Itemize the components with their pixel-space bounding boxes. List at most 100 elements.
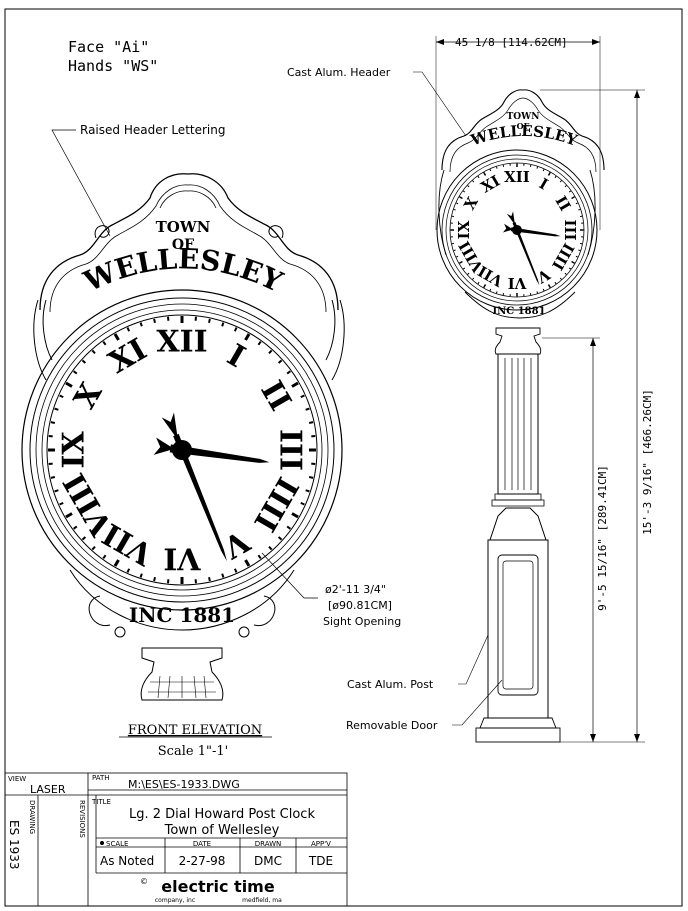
sight-opening-label: Sight Opening (323, 615, 401, 628)
minute-tick (208, 576, 211, 582)
minute-tick (472, 277, 475, 280)
minute-tick (91, 349, 96, 355)
company-logo: electric time (161, 877, 275, 896)
minute-tick (578, 249, 581, 252)
minute-tick (54, 489, 59, 493)
title-line-2: Town of Wellesley (164, 823, 280, 838)
company-city: medfield, ma (242, 897, 282, 904)
hand-hub (512, 225, 522, 235)
large-dial-minute-ticks (48, 316, 316, 584)
minute-tick (139, 322, 143, 327)
minute-tick (300, 394, 305, 399)
small-inc-text: INC 1881 (492, 306, 545, 317)
post-base (487, 539, 549, 719)
dial-numeral: XII (156, 325, 207, 360)
minute-tick (467, 272, 470, 275)
minute-tick (139, 573, 143, 578)
large-header-outline (39, 173, 339, 311)
path-label: PATH (92, 774, 110, 782)
minute-tick (489, 288, 492, 291)
minute-tick (126, 568, 131, 573)
minute-tick (291, 381, 299, 388)
large-bottom-finial (140, 647, 224, 701)
minute-tick (477, 281, 480, 285)
dial-numeral: III (273, 429, 308, 471)
right-scroll-ornament (268, 225, 284, 239)
minute-tick (91, 545, 96, 551)
drawn-value: DMC (254, 854, 282, 868)
date-label: DATE (193, 840, 211, 848)
minute-tick (126, 327, 131, 332)
minute-tick (221, 322, 225, 327)
minute-tick (305, 489, 310, 493)
minute-tick (467, 185, 470, 188)
minute-tick (459, 196, 463, 200)
dial-numeral: III (561, 219, 579, 240)
minute-tick (102, 341, 107, 346)
minute-tick (291, 512, 299, 519)
minute-tick (571, 196, 575, 200)
minute-tick (575, 255, 578, 258)
minute-tick (568, 267, 572, 270)
minute-tick (495, 291, 498, 294)
minute-tick (277, 536, 283, 541)
minute-tick (305, 407, 310, 411)
dimension-lines: 45 1/8 [114.62CM] 15'-3 9/16" [466.26CM]… (287, 36, 654, 743)
minute-tick (453, 249, 456, 252)
minute-tick (564, 185, 567, 188)
minute-tick (81, 536, 87, 541)
minute-tick (113, 333, 120, 341)
raised-header-callout: Raised Header Lettering (80, 123, 225, 137)
dial-numeral: IX (455, 220, 473, 239)
minute-tick (554, 281, 557, 285)
left-scroll-ornament (94, 225, 110, 239)
large-header-of: OF (172, 237, 194, 253)
minute-tick (483, 172, 487, 176)
sight-opening-dia: ø2'-11 3/4" (325, 583, 386, 596)
large-dial-outer-ring (21, 289, 343, 611)
drawing-number: ES 1933 (7, 820, 21, 870)
minute-tick (59, 394, 64, 399)
minute-tick (65, 381, 73, 388)
hands-note: Hands "WS" (68, 57, 158, 75)
large-inc-text: INC 1881 (129, 603, 235, 627)
minute-tick (459, 260, 463, 264)
minute-tick (568, 190, 572, 193)
clock-hand (506, 211, 540, 286)
minute-tick (456, 255, 459, 258)
company-sub: company, inc (155, 897, 195, 904)
scale-label: SCALE (106, 840, 128, 848)
minute-tick (268, 349, 273, 355)
cast-header-callout: Cast Alum. Header (287, 66, 391, 79)
view-value: LASER (30, 783, 66, 796)
minute-tick (50, 421, 56, 424)
minute-tick (300, 501, 305, 506)
minute-tick (495, 166, 498, 169)
post-height-dimension: 9'-5 15/16" [289.41CM] (596, 465, 609, 611)
dial-numeral: VI (163, 541, 201, 576)
total-height-dimension: 15'-3 9/16" [466.26CM] (641, 389, 654, 535)
minute-tick (73, 525, 78, 530)
minute-tick (575, 202, 578, 205)
minute-tick (308, 421, 314, 424)
sight-opening-metric: [ø90.81CM] (328, 599, 392, 612)
minute-tick (571, 260, 575, 264)
large-bottom-band (69, 569, 295, 631)
minute-tick (244, 559, 251, 567)
minute-tick (472, 180, 475, 183)
date-value: 2-27-98 (179, 854, 226, 868)
small-header-outline (441, 89, 605, 171)
minute-tick (554, 175, 557, 179)
removable-door (497, 554, 539, 696)
copyright-mark: © (140, 877, 148, 886)
minute-tick (286, 525, 291, 530)
title-label: TITLE (91, 798, 111, 806)
minute-tick (233, 568, 238, 573)
minute-tick (453, 208, 456, 211)
minute-tick (54, 407, 59, 411)
minute-tick (542, 169, 545, 172)
minute-tick (257, 554, 262, 559)
small-dial-minute-ticks (450, 163, 584, 297)
